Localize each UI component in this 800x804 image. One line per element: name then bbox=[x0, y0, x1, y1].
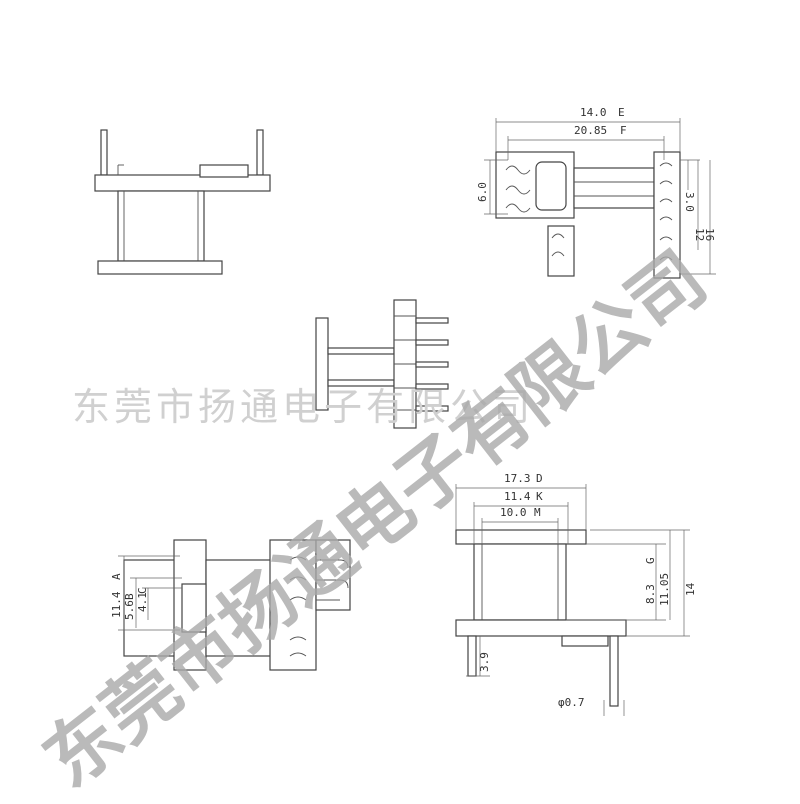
top-view-top-right: 14.0 E 20.85 F 6.0 3.0 12 16 bbox=[476, 106, 716, 279]
upper-flange bbox=[455, 529, 587, 545]
bottom-view-bottom-left: 11.4 A 5.6 B 4.1 C bbox=[110, 539, 351, 671]
watermark-horizontal: 东莞市扬通电子有限公司 bbox=[72, 385, 534, 429]
dim-14: 14 bbox=[684, 582, 697, 596]
base-step bbox=[561, 635, 609, 647]
core-top bbox=[327, 347, 395, 355]
pin-2 bbox=[415, 339, 449, 346]
dim-4-1: 4.1 bbox=[136, 592, 149, 612]
circle-label-d: D bbox=[536, 472, 543, 485]
dim-14-0: 14.0 bbox=[580, 106, 607, 119]
top-step bbox=[199, 164, 249, 178]
dim-11-4: 11.4 bbox=[504, 490, 531, 503]
circle-label-k: K bbox=[536, 490, 543, 503]
side-view-bottom-right: 17.3 D 11.4 K 10.0 M 8.3 G 11.05 14 3.9 … bbox=[455, 472, 697, 716]
dim-8-3: 8.3 bbox=[644, 584, 657, 604]
dim-11-05: 11.05 bbox=[658, 573, 671, 606]
inner-slot bbox=[181, 583, 207, 633]
dim-17-3: 17.3 bbox=[504, 472, 531, 485]
pin-5 bbox=[415, 405, 449, 412]
dim-phi-0-7: φ0.7 bbox=[558, 696, 585, 709]
dim-5-6: 5.6 bbox=[123, 600, 136, 620]
pin-right bbox=[256, 129, 264, 176]
pin-notch-2 bbox=[505, 185, 531, 195]
circle-label-b: B bbox=[123, 593, 136, 600]
left-flange bbox=[315, 317, 329, 411]
pin-left bbox=[467, 635, 477, 677]
circle-label-g: G bbox=[644, 557, 657, 564]
circle-label-e: E bbox=[618, 106, 625, 119]
left-body bbox=[123, 559, 181, 657]
dim-3-9: 3.9 bbox=[478, 652, 491, 672]
pin-notch-3 bbox=[505, 203, 531, 213]
pin-right bbox=[609, 635, 619, 707]
pin-3 bbox=[415, 361, 449, 368]
circle-label-c: C bbox=[136, 587, 149, 594]
right-pin-block bbox=[653, 151, 681, 279]
pin-notch-1 bbox=[505, 165, 531, 175]
core-body bbox=[117, 190, 205, 262]
pin-block bbox=[315, 539, 351, 611]
dim-6-0: 6.0 bbox=[476, 182, 489, 202]
circle-label-f: F bbox=[620, 124, 627, 137]
front-view-center bbox=[315, 299, 449, 429]
lower-flange bbox=[455, 619, 627, 637]
core-bar bbox=[573, 167, 655, 209]
pin-4 bbox=[415, 383, 449, 390]
pin-1 bbox=[415, 317, 449, 324]
watermark-diagonal: 东莞市扬通电子有限公司 bbox=[28, 235, 722, 800]
dim-10-0: 10.0 bbox=[500, 506, 527, 519]
pin-left bbox=[100, 129, 108, 176]
dim-11-4: 11.4 bbox=[110, 591, 123, 618]
core-body bbox=[473, 543, 567, 621]
side-view-top-left bbox=[94, 129, 271, 275]
window-slot bbox=[535, 161, 567, 211]
lower-tab bbox=[547, 225, 575, 277]
dim-16: 16 bbox=[703, 228, 716, 241]
bottom-flange bbox=[97, 260, 223, 275]
dim-20-85: 20.85 bbox=[574, 124, 607, 137]
circle-label-m: M bbox=[534, 506, 541, 519]
dim-12: 12 bbox=[693, 228, 706, 241]
circle-label-a: A bbox=[110, 573, 123, 580]
dim-3-0: 3.0 bbox=[683, 192, 696, 212]
